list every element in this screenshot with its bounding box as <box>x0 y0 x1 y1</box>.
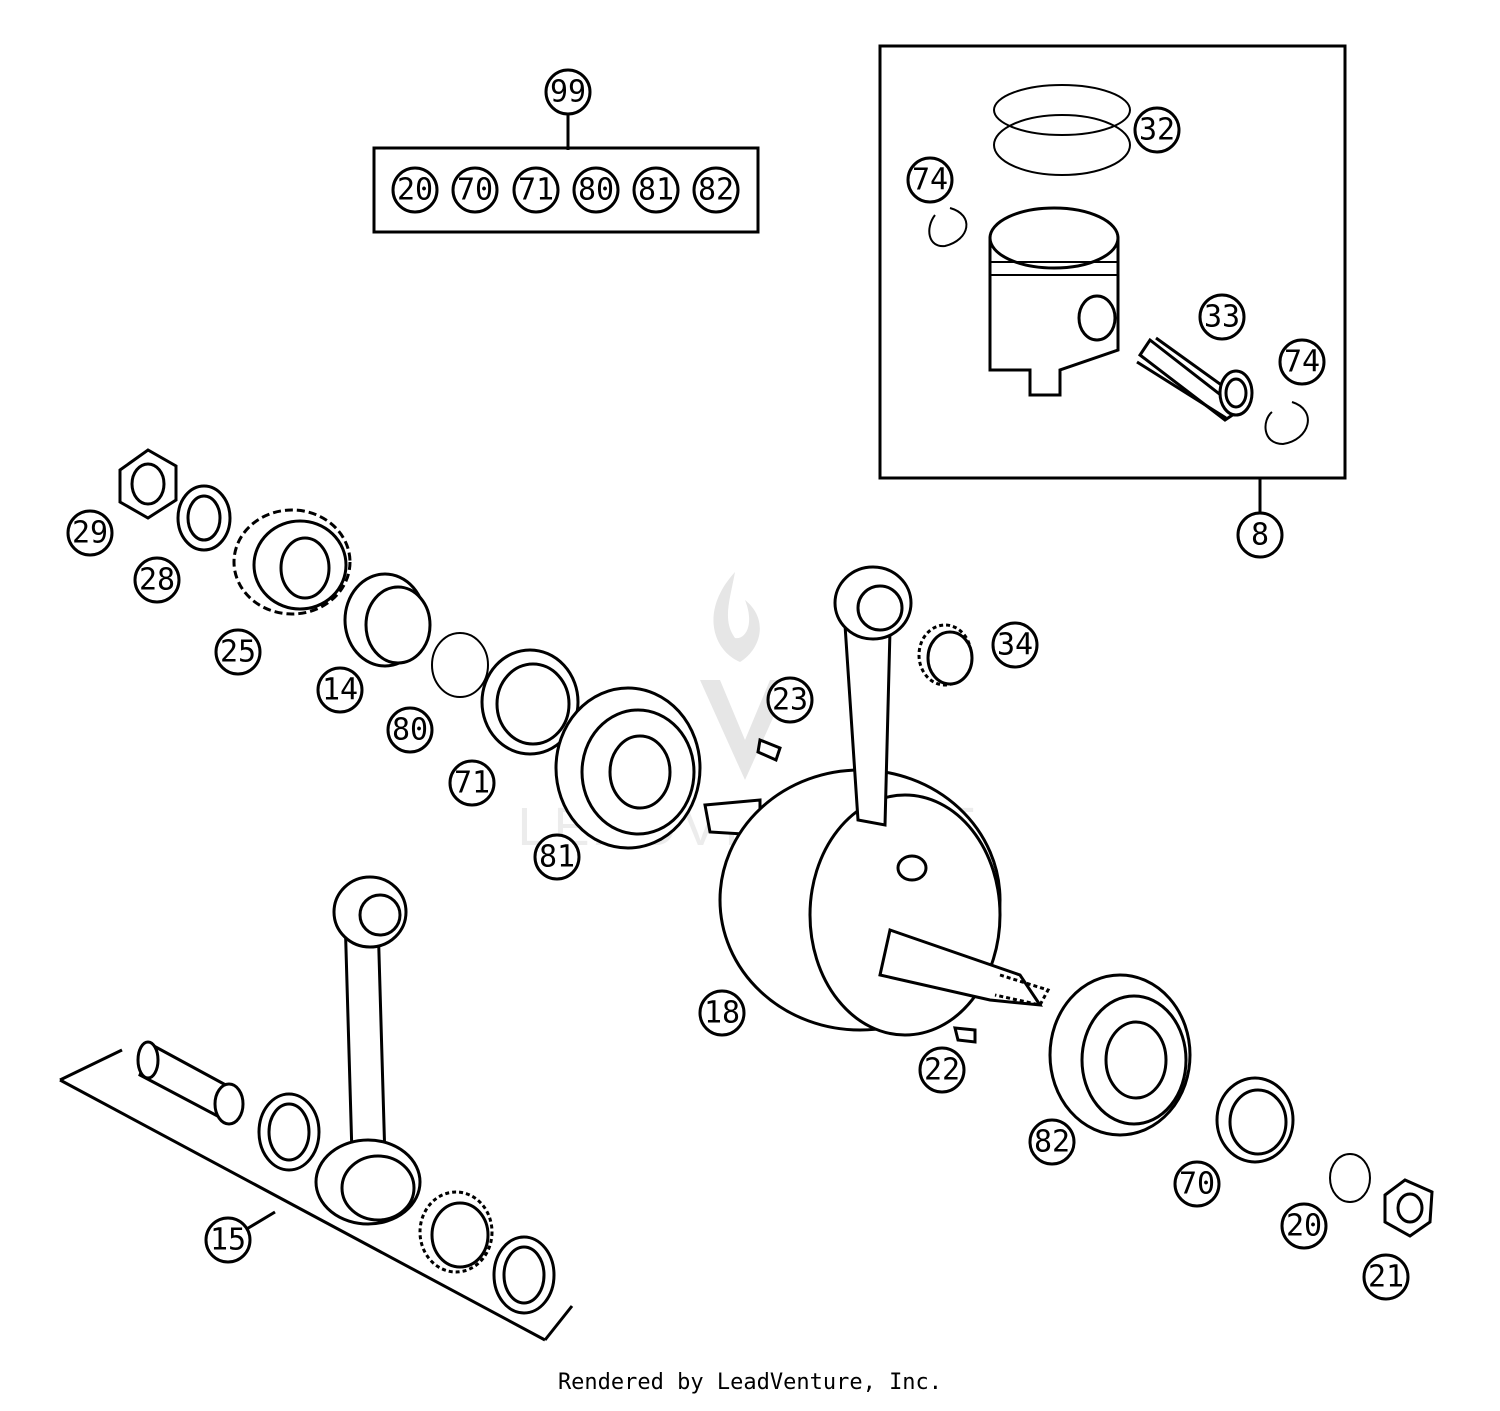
svg-text:70: 70 <box>457 173 493 208</box>
svg-text:15: 15 <box>210 1223 246 1258</box>
callout-34: 34 <box>991 621 1039 669</box>
svg-text:81: 81 <box>638 173 674 208</box>
seal-71 <box>480 648 580 756</box>
callout-28: 28 <box>133 556 181 604</box>
svg-text:21: 21 <box>1368 1260 1404 1295</box>
callout-kit-81: 81 <box>632 166 680 214</box>
washer-20 <box>1329 1153 1371 1203</box>
svg-text:70: 70 <box>1179 1167 1215 1202</box>
svg-text:80: 80 <box>578 173 614 208</box>
callout-80: 80 <box>386 706 434 754</box>
callout-kit-70: 70 <box>451 166 499 214</box>
callout-74-right: 74 <box>1278 338 1326 386</box>
nut-21 <box>1383 1178 1434 1238</box>
svg-text:99: 99 <box>550 75 586 110</box>
callout-kit-71: 71 <box>512 166 560 214</box>
svg-text:29: 29 <box>72 516 108 551</box>
callout-74-left: 74 <box>906 156 954 204</box>
svg-text:34: 34 <box>997 628 1033 663</box>
needle-bearing-34 <box>917 623 974 687</box>
piston-pin <box>1136 336 1254 422</box>
o-ring-80 <box>431 632 489 698</box>
callout-25: 25 <box>214 628 262 676</box>
svg-text:81: 81 <box>539 840 575 875</box>
piston-kit-8-box <box>878 44 1347 512</box>
svg-text:71: 71 <box>454 766 490 801</box>
kit-99-box <box>372 112 760 234</box>
nut-29 <box>118 448 178 520</box>
piston <box>988 206 1120 397</box>
circlip-left <box>928 207 968 248</box>
svg-text:18: 18 <box>704 996 740 1031</box>
callout-32: 32 <box>1133 106 1181 154</box>
woodruff-key-23 <box>756 737 782 763</box>
callout-kit-82: 82 <box>692 166 740 214</box>
callout-99: 99 <box>544 68 592 116</box>
callout-23: 23 <box>766 676 814 724</box>
callout-kit-20: 20 <box>391 166 439 214</box>
bearing-81 <box>554 686 702 850</box>
callout-33: 33 <box>1198 293 1246 341</box>
callout-29: 29 <box>66 509 114 557</box>
callout-kit-80: 80 <box>572 166 620 214</box>
piston-rings <box>993 84 1131 176</box>
svg-text:74: 74 <box>912 163 948 198</box>
gear-25 <box>232 508 352 616</box>
svg-text:28: 28 <box>139 563 175 598</box>
circlip-right <box>1264 401 1309 446</box>
svg-text:80: 80 <box>392 713 428 748</box>
bearing-82 <box>1048 973 1192 1137</box>
spacer-14 <box>343 572 432 668</box>
callout-14: 14 <box>316 666 364 714</box>
callout-8: 8 <box>1236 511 1284 559</box>
callout-15: 15 <box>204 1216 252 1264</box>
svg-text:33: 33 <box>1204 300 1240 335</box>
svg-text:32: 32 <box>1139 113 1175 148</box>
svg-text:20: 20 <box>1286 1209 1322 1244</box>
connecting-rod <box>833 565 913 827</box>
svg-text:22: 22 <box>924 1053 960 1088</box>
con-rod-kit-15 <box>59 875 574 1342</box>
footer-credit: Rendered by LeadVenture, Inc. <box>557 1370 943 1395</box>
svg-text:14: 14 <box>322 673 358 708</box>
callout-20: 20 <box>1280 1202 1328 1250</box>
callout-71: 71 <box>448 759 496 807</box>
callout-22: 22 <box>918 1046 966 1094</box>
svg-text:71: 71 <box>518 173 554 208</box>
callout-18: 18 <box>698 989 746 1037</box>
lock-washer-28 <box>176 484 232 552</box>
svg-text:82: 82 <box>1034 1125 1070 1160</box>
woodruff-key-22 <box>953 1026 977 1044</box>
seal-70 <box>1215 1076 1295 1164</box>
svg-text:74: 74 <box>1284 345 1320 380</box>
callout-81: 81 <box>533 833 581 881</box>
callout-82: 82 <box>1028 1118 1076 1166</box>
svg-text:23: 23 <box>772 683 808 718</box>
callout-70: 70 <box>1173 1160 1221 1208</box>
crankshaft <box>703 768 1051 1037</box>
svg-text:8: 8 <box>1251 518 1269 553</box>
svg-text:25: 25 <box>220 635 256 670</box>
callout-21: 21 <box>1362 1253 1410 1301</box>
svg-text:20: 20 <box>397 173 433 208</box>
svg-text:82: 82 <box>698 173 734 208</box>
